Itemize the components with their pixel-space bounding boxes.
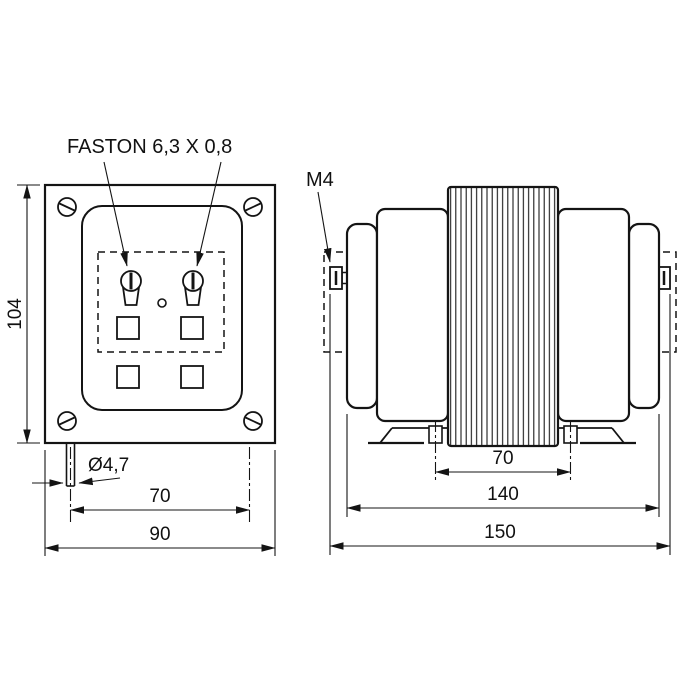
screw-icon: [57, 197, 77, 217]
end-cap-right: [627, 222, 661, 410]
terminal-screw-left: [329, 266, 349, 290]
dim-140-text: 140: [487, 484, 519, 505]
dim-90-text: 90: [149, 524, 170, 545]
faston-terminal-right: [182, 270, 204, 306]
m4-callout: M4: [306, 169, 334, 263]
hole-diameter-text: Ø4,7: [88, 455, 129, 476]
screw-icon: [57, 411, 77, 431]
dimension-body-140: 140: [346, 414, 660, 517]
dim-70-side-text: 70: [492, 448, 513, 469]
dimension-hole-diameter: Ø4,7: [32, 455, 129, 487]
laminated-core: [446, 185, 560, 448]
screw-icon: [243, 411, 263, 431]
faston-terminal-left: [120, 270, 142, 306]
screw-icon: [243, 197, 263, 217]
dimension-foot-spacing-70: 70: [434, 448, 572, 476]
dimension-overall-150: 150: [329, 294, 671, 555]
front-view: 104 Ø4,7 70 90 FASTON 6,3 X 0,8: [5, 136, 277, 556]
leader-line: [103, 161, 128, 267]
mounting-plate: [43, 183, 277, 445]
terminal-area-hidden-outline: [97, 251, 225, 353]
dimension-height-104: 104: [5, 184, 40, 444]
m4-label: M4: [306, 169, 334, 191]
terminal-windows: [116, 316, 204, 389]
faston-callout: FASTON 6,3 X 0,8: [67, 136, 232, 267]
mounting-bracket: [368, 420, 636, 482]
leader-line: [196, 161, 222, 267]
faston-label: FASTON 6,3 X 0,8: [67, 136, 232, 158]
cover-outline: [81, 205, 243, 411]
coil-bobbin-right: [556, 207, 631, 423]
dim-70-front-text: 70: [149, 486, 170, 507]
end-cap-left: [345, 222, 379, 410]
side-view: 70 140 150 M4: [306, 169, 677, 555]
coil-bobbin-left: [375, 207, 450, 423]
corner-screws: [57, 197, 263, 431]
leader-line: [317, 191, 332, 263]
dim-104-text: 104: [5, 298, 26, 330]
dimension-hole-spacing-70: 70: [69, 486, 251, 514]
hidden-outline-right: [650, 251, 677, 353]
dimension-width-90: 90: [44, 450, 276, 556]
center-hole: [157, 298, 167, 308]
dim-150-text: 150: [484, 522, 516, 543]
